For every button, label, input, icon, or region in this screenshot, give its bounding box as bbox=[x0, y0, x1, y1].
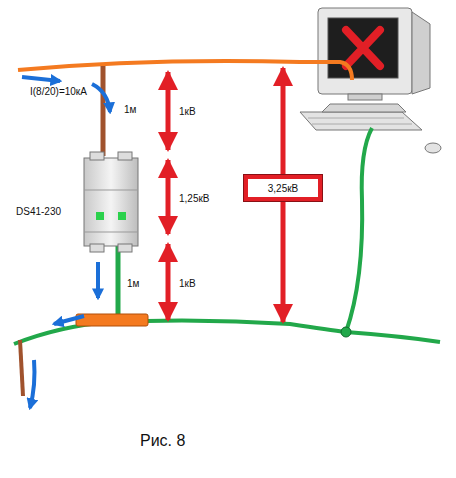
figure-caption: Рис. 8 bbox=[140, 432, 185, 450]
length-label: 1м bbox=[124, 104, 136, 115]
voltage-label: 1,25кВ bbox=[179, 193, 210, 204]
ground-rod bbox=[20, 340, 23, 396]
brown-wire bbox=[101, 66, 106, 156]
length-label: 1м bbox=[127, 278, 139, 289]
ground-bar bbox=[76, 314, 148, 326]
pe-wire bbox=[116, 246, 121, 318]
pc-ground-wire bbox=[346, 128, 372, 332]
junction bbox=[341, 327, 351, 337]
device-label: DS41-230 bbox=[16, 206, 61, 217]
voltage-label: 1кВ bbox=[179, 106, 196, 117]
current-arrow bbox=[22, 77, 110, 408]
phase-wire bbox=[18, 61, 352, 80]
surge-protector bbox=[84, 152, 138, 252]
voltage-value: 3,25кВ bbox=[248, 183, 318, 194]
voltage-box: 3,25кВ bbox=[244, 175, 322, 201]
current-label: I(8/20)=10кА bbox=[30, 86, 87, 97]
voltage-label: 1кВ bbox=[179, 278, 196, 289]
